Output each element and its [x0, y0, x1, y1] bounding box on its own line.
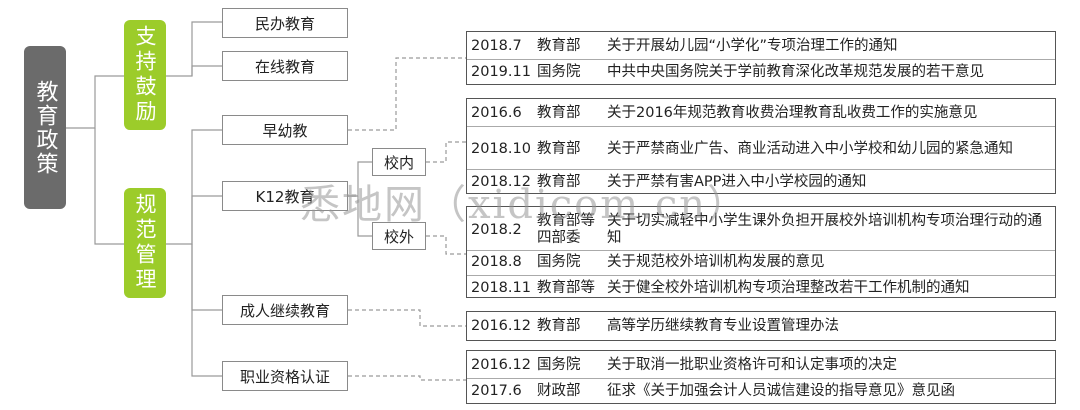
node-xiaowai-label: 校外: [383, 227, 414, 246]
policy-row: 2019.11 国务院 中共中央国务院关于学前教育深化改革规范发展的若干意见: [467, 59, 1055, 85]
policy-title: 关于切实减轻中小学生课外负担开展校外培训机构专项治理行动的通知: [607, 213, 1042, 246]
policy-title: 关于健全校外培训机构专项治理整改若干工作机制的通知: [607, 280, 970, 296]
policy-org: 财政部: [537, 383, 581, 399]
node-chengren: 成人继续教育: [222, 295, 348, 325]
policy-title: 征求《关于加强会计人员诚信建设的指导意见》意见函: [607, 383, 955, 399]
policy-org: 国务院: [537, 64, 581, 80]
policy-row: 2016.12 教育部 高等学历继续教育专业设置管理办法: [467, 317, 1055, 337]
policy-row: 2018.10 教育部 关于严禁商业广告、商业活动进入中小学校和幼儿园的紧急通知: [467, 126, 1055, 169]
policy-org: 教育部等: [537, 280, 595, 296]
policy-year: 2016.12: [471, 318, 531, 334]
policy-group-xiaonei: 2016.6 教育部 关于2016年规范教育收费治理教育乱收费工作的实施意见 2…: [466, 98, 1056, 194]
connector-chengren-policies: [348, 309, 466, 327]
connector-support-zaixian: [191, 65, 222, 76]
policy-org: 教育部: [537, 38, 581, 54]
policy-year: 2017.6: [471, 383, 522, 399]
policy-year: 2018.8: [471, 254, 522, 270]
node-k12-label: K12教育: [255, 187, 315, 206]
policy-year: 2018.10: [471, 141, 531, 157]
policy-org: 国务院: [537, 357, 581, 373]
category-support: 支持鼓励: [124, 20, 166, 130]
category-regulate: 规范管理: [124, 188, 166, 298]
connector-k12-xiaonei: [348, 161, 372, 197]
connector-root-support: [66, 75, 124, 129]
policy-row: 2018.11 教育部等 关于健全校外培训机构专项治理整改若干工作机制的通知: [467, 275, 1055, 301]
policy-year: 2016.6: [471, 105, 522, 121]
connector-support-minban: [166, 21, 222, 77]
node-zhiye-label: 职业资格认证: [239, 367, 330, 386]
policy-group-chengren: 2016.12 教育部 高等学历继续教育专业设置管理办法: [466, 311, 1056, 341]
policy-row: 2018.7 教育部 关于开展幼儿园“小学化”专项治理工作的通知: [467, 37, 1055, 59]
node-zaixian: 在线教育: [222, 51, 348, 81]
policy-row: 2016.6 教育部 关于2016年规范教育收费治理教育乱收费工作的实施意见: [467, 104, 1055, 126]
root-node: 教育政策: [24, 46, 66, 209]
policy-row: 2018.2 教育部等四部委 关于切实减轻中小学生课外负担开展校外培训机构专项治…: [467, 210, 1055, 250]
watermark: 悉地网（xidicom.cn）: [300, 182, 750, 228]
node-minban: 民办教育: [222, 8, 348, 38]
policy-year: 2018.2: [471, 222, 522, 238]
category-support-label: 支持鼓励: [133, 25, 157, 125]
policy-title: 关于严禁商业广告、商业活动进入中小学校和幼儿园的紧急通知: [607, 141, 1013, 157]
policy-org: 教育部: [537, 174, 581, 190]
policy-title: 关于2016年规范教育收费治理教育乱收费工作的实施意见: [607, 105, 978, 121]
connector-xiaonei-policies: [426, 141, 466, 163]
root-label: 教育政策: [32, 79, 58, 176]
policy-title: 关于取消一批职业资格许可和认定事项的决定: [607, 357, 897, 373]
connector-zaoyou-policies: [348, 57, 466, 131]
connector-regulate-zaoyou: [166, 129, 222, 245]
policy-org: 国务院: [537, 254, 581, 270]
policy-row: 2018.8 国务院 关于规范校外培训机构发展的意见: [467, 250, 1055, 275]
policy-group-zaoyou: 2018.7 教育部 关于开展幼儿园“小学化”专项治理工作的通知 2019.11…: [466, 31, 1056, 85]
policy-group-xiaowai: 2018.2 教育部等四部委 关于切实减轻中小学生课外负担开展校外培训机构专项治…: [466, 206, 1056, 298]
node-zhiye: 职业资格认证: [222, 361, 348, 391]
node-xiaowai: 校外: [372, 222, 426, 250]
node-xiaonei-label: 校内: [383, 153, 414, 172]
policy-title: 关于开展幼儿园“小学化”专项治理工作的通知: [607, 38, 898, 54]
policy-org: 教育部: [537, 141, 581, 157]
node-chengren-label: 成人继续教育: [239, 301, 330, 320]
connector-regulate-chengren: [191, 244, 222, 311]
policy-year: 2018.12: [471, 174, 531, 190]
node-zaixian-label: 在线教育: [254, 57, 315, 76]
policy-org: 教育部等四部委: [537, 213, 595, 246]
policy-org: 教育部: [537, 105, 581, 121]
policy-title: 中共中央国务院关于学前教育深化改革规范发展的若干意见: [607, 64, 984, 80]
node-minban-label: 民办教育: [254, 14, 315, 33]
policy-year: 2019.11: [471, 64, 531, 80]
policy-year: 2018.11: [471, 280, 531, 296]
policy-year: 2016.12: [471, 357, 531, 373]
policy-row: 2018.12 教育部 关于严禁有害APP进入中小学校园的通知: [467, 169, 1055, 195]
policy-org: 教育部: [537, 318, 581, 334]
category-regulate-label: 规范管理: [133, 193, 157, 293]
connector-k12-xiaowai: [357, 196, 372, 237]
policy-title: 关于规范校外培训机构发展的意见: [607, 254, 825, 270]
connector-zhiye-policies: [348, 375, 466, 381]
policy-row: 2017.6 财政部 征求《关于加强会计人员诚信建设的指导意见》意见函: [467, 378, 1055, 404]
node-zaoyou: 早幼教: [222, 115, 348, 145]
policy-title: 高等学历继续教育专业设置管理办法: [607, 318, 839, 334]
connector-xiaowai-policies: [426, 235, 466, 255]
policy-year: 2018.7: [471, 38, 522, 54]
connector-regulate-k12: [191, 195, 222, 244]
policy-group-zhiye: 2016.12 国务院 关于取消一批职业资格许可和认定事项的决定 2017.6 …: [466, 350, 1056, 404]
connector-regulate-zhiye: [191, 244, 222, 377]
policy-row: 2016.12 国务院 关于取消一批职业资格许可和认定事项的决定: [467, 356, 1055, 378]
node-zaoyou-label: 早幼教: [262, 121, 308, 140]
node-xiaonei: 校内: [372, 148, 426, 176]
node-k12: K12教育: [222, 181, 348, 211]
connector-root-regulate: [94, 128, 124, 245]
policy-title: 关于严禁有害APP进入中小学校园的通知: [607, 174, 867, 190]
